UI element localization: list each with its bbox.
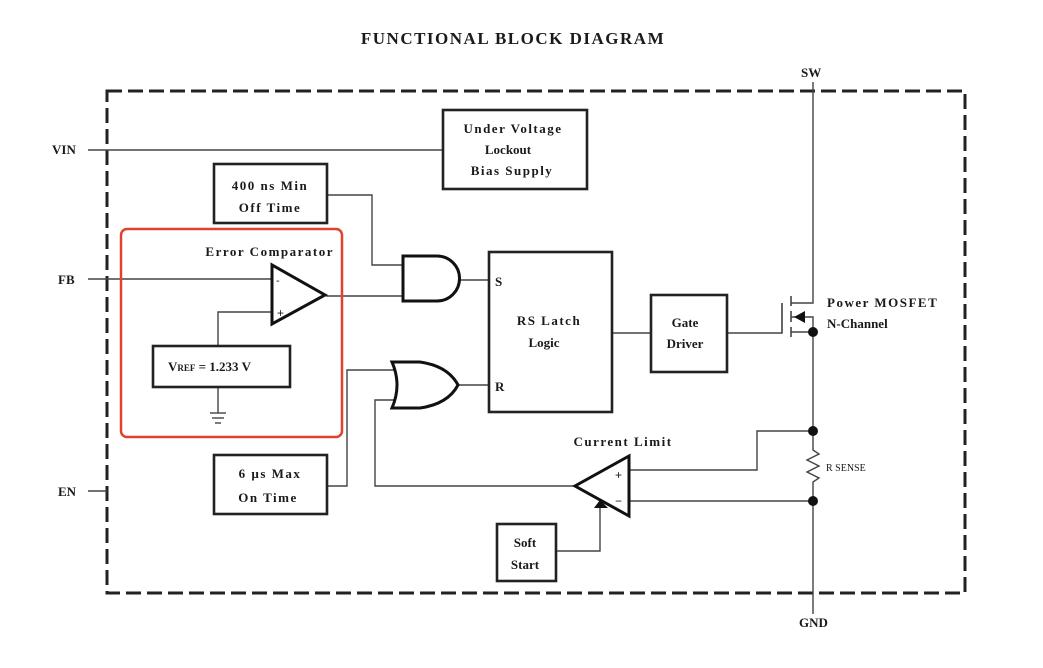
rsense-label: R SENSE [826, 463, 866, 474]
or-gate [389, 360, 460, 410]
wire-gate-mosfet [727, 303, 783, 334]
comparator-symbol [270, 262, 329, 327]
max-on-time-block: 6 µs Max On Time [212, 453, 329, 516]
error-comparator: - + [270, 262, 329, 327]
vref-block: VREF = 1.233 V [151, 344, 292, 389]
wire-cl-or [374, 399, 574, 487]
soft-start-block: Soft Start [495, 522, 558, 583]
error-comparator-label: Error Comparator [205, 244, 334, 259]
svg-text:RS Latch: RS Latch [517, 313, 581, 328]
ic-boundary [105, 89, 967, 595]
wire-softstart [556, 508, 601, 552]
svg-text:VREF = 1.233 V: VREF = 1.233 V [168, 359, 252, 374]
pin-fb-label: FB [58, 272, 75, 287]
svg-text:Start: Start [511, 557, 540, 572]
uvlo-block: Under Voltage Lockout Bias Supply [441, 108, 589, 191]
mosfet-type-label: N-Channel [827, 316, 888, 331]
current-limit-label: Current Limit [573, 434, 672, 449]
soft-start-input-marker [594, 500, 608, 508]
svg-text:Bias Supply: Bias Supply [471, 163, 554, 178]
svg-text:−: − [615, 494, 622, 508]
min-off-time-block: 400 ns Min Off Time [212, 162, 329, 225]
wire-maxon-or [327, 369, 395, 487]
svg-text:400 ns Min: 400 ns Min [232, 178, 308, 193]
wire-sw [791, 82, 814, 304]
svg-text:6 µs Max: 6 µs Max [239, 466, 302, 481]
current-limit-comparator: + − [571, 453, 631, 519]
wire-minoff-and [327, 194, 403, 266]
svg-text:-: - [276, 275, 280, 287]
svg-text:Logic: Logic [528, 335, 559, 350]
svg-text:Soft: Soft [514, 535, 537, 550]
pin-sw-label: SW [801, 65, 821, 80]
svg-text:Off Time: Off Time [239, 200, 301, 215]
svg-text:Under Voltage: Under Voltage [463, 121, 562, 136]
wire-cl-plus [630, 430, 813, 471]
pin-vin-label: VIN [52, 142, 76, 157]
rs-latch-block: S R RS Latch Logic [487, 250, 614, 414]
pin-en-label: EN [58, 484, 77, 499]
mosfet-icon [781, 296, 818, 337]
svg-text:S: S [495, 274, 502, 289]
svg-text:R: R [495, 379, 505, 394]
svg-text:Lockout: Lockout [485, 142, 532, 157]
gate-driver-block: Gate Driver [649, 293, 729, 374]
svg-text:Driver: Driver [667, 336, 704, 351]
and-gate [401, 254, 461, 303]
ground-icon [210, 412, 226, 424]
diagram-title: FUNCTIONAL BLOCK DIAGRAM [361, 29, 665, 48]
mosfet-label: Power MOSFET [827, 295, 938, 310]
svg-text:Gate: Gate [672, 315, 699, 330]
resistor-icon [805, 426, 821, 506]
svg-text:On Time: On Time [238, 490, 298, 505]
svg-text:+: + [615, 468, 622, 482]
pin-gnd-label: GND [799, 615, 828, 630]
error-comparator-highlight [119, 227, 344, 439]
svg-text:+: + [277, 306, 284, 320]
wire-vref [217, 311, 272, 346]
